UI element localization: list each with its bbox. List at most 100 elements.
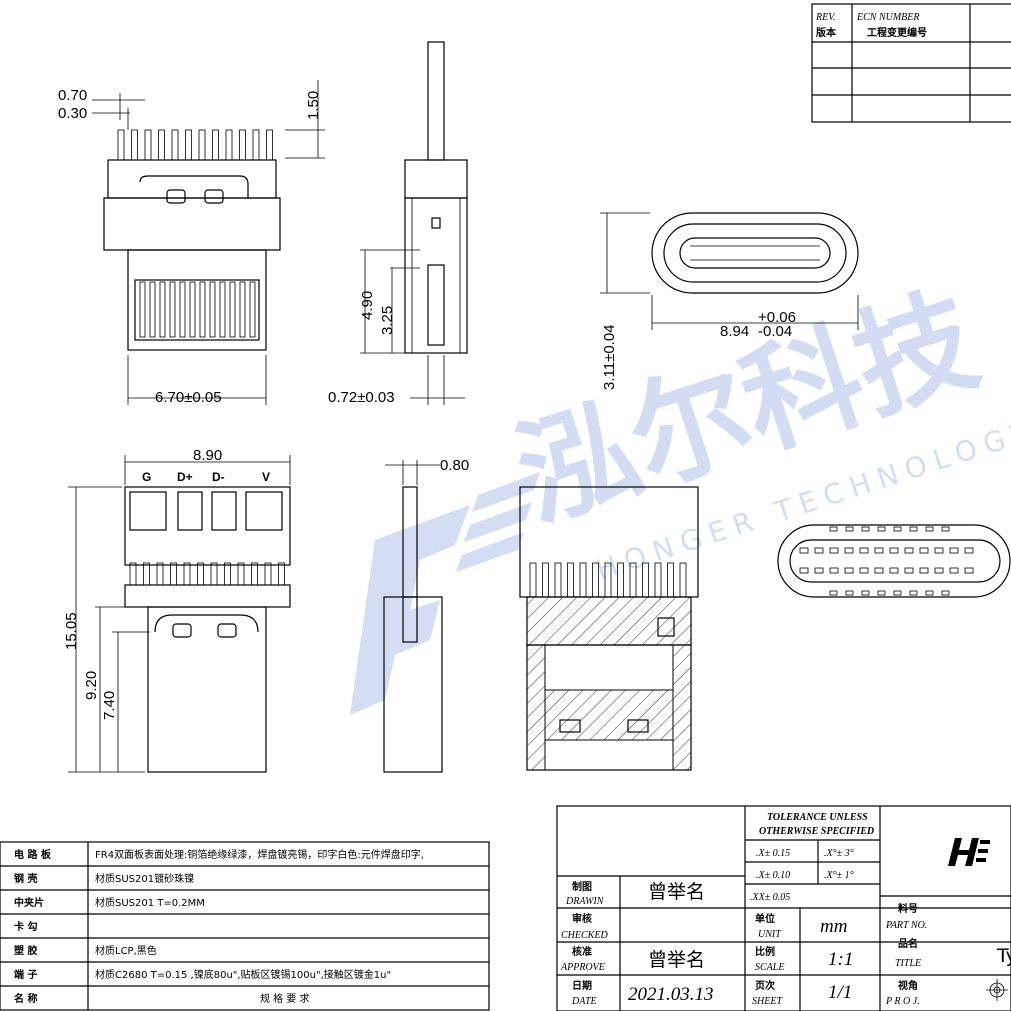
dim-height-total: 15.05 [63, 612, 80, 650]
top-slot [861, 526, 870, 532]
contact-slot [964, 567, 974, 574]
approve-value: 曾举名 [648, 949, 705, 971]
contact-slot [934, 567, 944, 574]
contact-slot [889, 547, 899, 554]
title-block: TOLERANCE UNLESS OTHERWISE SPECIFIED .X±… [556, 805, 1011, 1011]
rev-label: REV. [815, 12, 836, 23]
terminal-pin [278, 562, 285, 586]
tol-ang1: .X°± 3° [824, 848, 854, 859]
part-label-cn: 料号 [898, 902, 918, 915]
material-spec: FR4双面板表面处理:铜箔绝缘绿漆，焊盘镀亮锡，印字白色:元件焊盘印字, [95, 848, 424, 861]
terminal-pin [225, 129, 233, 161]
contact-slot [814, 567, 824, 574]
material-spec: 材质SUS201 T=0.2MM [95, 896, 205, 909]
port-face-view: 3.11±0.04 8.94 +0.06 -0.04 [600, 212, 859, 390]
contact-slot [874, 547, 884, 554]
terminal-pin [252, 129, 260, 161]
dim-side-width: 0.72±0.03 [328, 389, 395, 406]
title-label-cn: 品名 [898, 937, 918, 950]
terminal-pin [144, 129, 152, 161]
material-name: 端 子 [14, 968, 37, 981]
date-label-cn: 日期 [572, 979, 592, 992]
dim-pin-gap: 0.30 [58, 105, 87, 122]
tol-ang2: .X°± 1° [824, 870, 854, 881]
contact-slot [799, 547, 809, 554]
contact-slot [904, 547, 914, 554]
tolerance-title-2: OTHERWISE SPECIFIED [759, 826, 874, 837]
unit-label-cn: 单位 [755, 912, 775, 925]
terminal-pin [224, 562, 231, 586]
pad-v [245, 491, 283, 531]
section-pin [567, 562, 574, 598]
terminal-pin [170, 562, 177, 586]
pad-d-plus [177, 491, 203, 531]
rev-label-cn: 版本 [816, 26, 837, 39]
bottom-slot [861, 590, 870, 596]
dim-port-height: 3.11±0.04 [601, 324, 618, 390]
checked-label-en: CHECKED [561, 930, 608, 941]
watermark-logo-icon [350, 505, 470, 715]
part-label-en: PART NO. [885, 920, 927, 931]
material-table: 电 路 板 FR4双面板表面处理:铜箔绝缘绿漆，焊盘镀亮锡，印字白色:元件焊盘印字… [0, 841, 490, 1011]
top-slot [893, 526, 902, 532]
pad-g [129, 491, 167, 531]
proj-label-cn: 视角 [898, 979, 918, 992]
material-name: 电 路 板 [14, 848, 52, 861]
section-pin [679, 562, 687, 598]
material-name: 钢 壳 [14, 872, 37, 885]
side-view-bottom: 0.80 [383, 457, 469, 773]
tol-x: .X± 0.15 [756, 848, 790, 859]
terminal-pin [266, 129, 273, 161]
tolerance-title-1: TOLERANCE UNLESS [767, 812, 868, 823]
terminal-pin [117, 129, 125, 161]
inner-contact [239, 281, 246, 338]
inner-contact [249, 281, 256, 338]
contact-slot [829, 547, 839, 554]
terminal-pin [158, 129, 165, 161]
top-slot [877, 526, 886, 532]
contact-slot [904, 567, 914, 574]
sheet-label-cn: 页次 [755, 979, 775, 992]
contact-slot [799, 567, 809, 574]
material-name: 名 称 [14, 992, 37, 1005]
material-spec: 材质C2680 T=0.15 ,镍底80u",贴板区镀锡100u",接触区镀金1… [95, 968, 391, 981]
top-outline-view [777, 524, 1011, 598]
material-name: 卡 勾 [14, 920, 37, 933]
terminal-pin [156, 562, 164, 586]
inner-contact [219, 281, 226, 338]
terminal-pin [212, 129, 219, 161]
top-slot [909, 526, 918, 532]
dim-bottom-side: 0.80 [440, 457, 469, 474]
section-pin [542, 562, 549, 598]
checked-label-cn: 审核 [572, 912, 592, 925]
dim-port-width-plus: +0.06 [758, 309, 796, 326]
dim-height-low: 7.40 [101, 691, 118, 720]
bottom-slot [845, 590, 854, 596]
projection-symbol-icon [986, 979, 1008, 1001]
proj-label-en: P R O J. [885, 996, 920, 1007]
section-pin [579, 562, 587, 598]
contact-slot [859, 547, 869, 554]
revision-block: REV. 版本 ECN NUMBER 工程变更编号 [811, 3, 1011, 123]
scale-label-cn: 比例 [755, 945, 775, 958]
sheet-value: 1/1 [828, 982, 852, 1003]
terminal-pin [198, 129, 206, 161]
terminal-pin [185, 129, 192, 161]
dim-height-mid: 9.20 [83, 671, 100, 700]
material-name: 中夹片 [14, 896, 44, 909]
inner-contact [139, 281, 146, 338]
terminal-pin [129, 562, 137, 586]
tol-xx: .X± 0.10 [756, 870, 790, 881]
inner-contact [209, 281, 216, 338]
contact-slot [844, 547, 854, 554]
terminal-pin [210, 562, 218, 586]
terminal-pin [197, 562, 204, 586]
dim-pin-width: 0.70 [58, 87, 87, 104]
section-pin [529, 562, 537, 598]
contact-slot [874, 567, 884, 574]
inner-contact [169, 281, 176, 338]
contact-slot [814, 547, 824, 554]
bottom-slot [829, 590, 838, 596]
terminal-pin [239, 129, 246, 161]
dim-pin-length: 1.50 [305, 91, 322, 120]
